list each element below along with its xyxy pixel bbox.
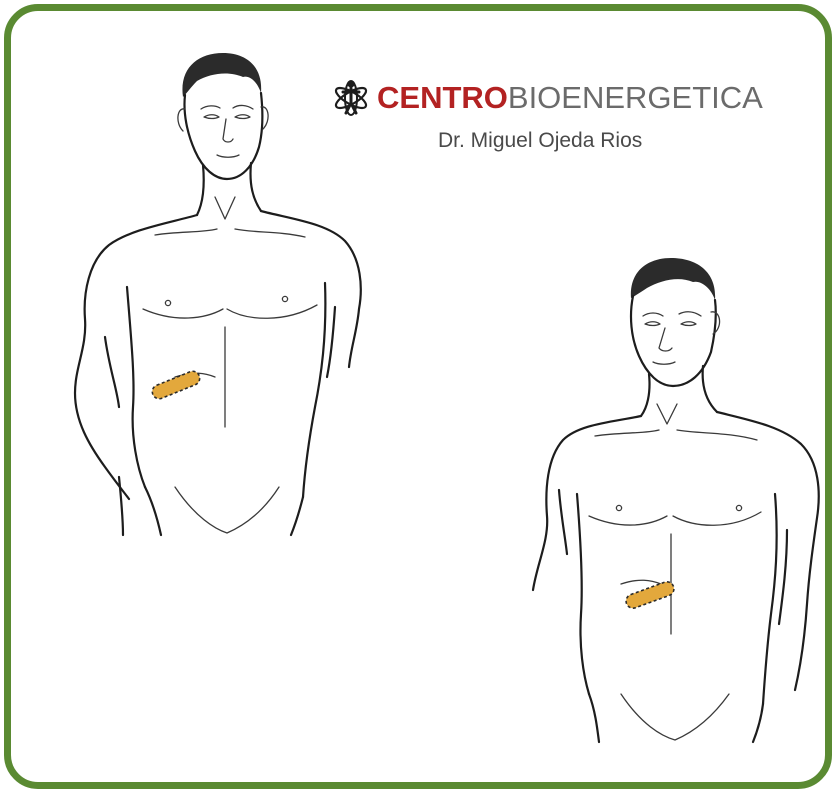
patch-left-abdomen [150, 369, 202, 401]
right-shoulder-arm [261, 211, 361, 367]
three-quarter-view-figure [525, 254, 825, 744]
patch-left-abdomen-2 [624, 580, 676, 610]
brand-name: CENTROBIOENERGETICA [377, 82, 763, 113]
doctor-name: Dr. Miguel Ojeda Rios [438, 129, 642, 153]
hair [182, 53, 261, 97]
brand-logo: CENTROBIOENERGETICA [331, 75, 763, 119]
brand-name-light: BIOENERGETICA [508, 80, 763, 115]
green-border-frame: CENTROBIOENERGETICA Dr. Miguel Ojeda Rio… [4, 4, 832, 789]
front-view-figure [65, 47, 365, 537]
brand-name-bold: CENTRO [377, 80, 508, 115]
hair-2 [631, 258, 715, 300]
